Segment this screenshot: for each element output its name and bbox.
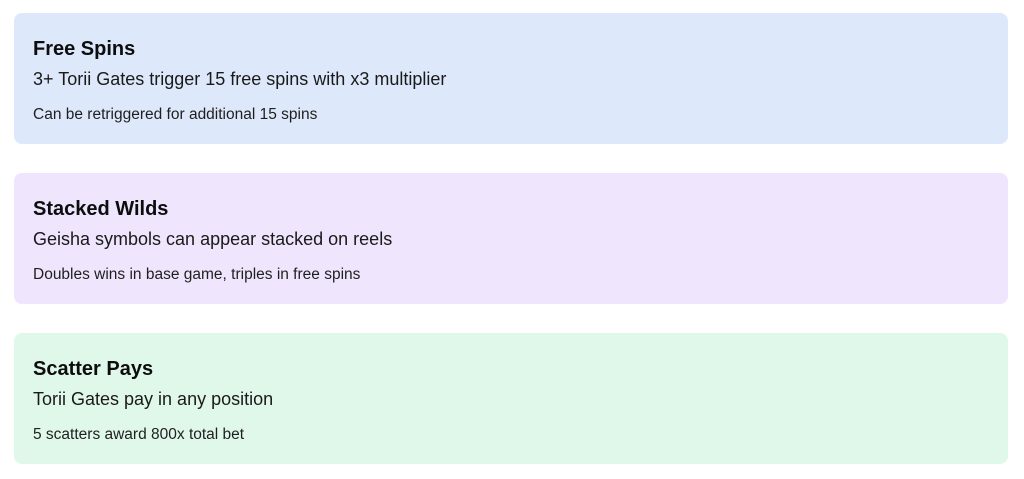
feature-title: Scatter Pays bbox=[33, 358, 154, 380]
feature-note: Can be retriggered for additional 15 spi… bbox=[33, 106, 318, 123]
feature-description: Torii Gates pay in any position bbox=[33, 389, 274, 409]
feature-description: Geisha symbols can appear stacked on ree… bbox=[33, 229, 393, 249]
feature-description: 3+ Torii Gates trigger 15 free spins wit… bbox=[33, 69, 447, 89]
feature-title: Free Spins bbox=[33, 38, 136, 60]
feature-title: Stacked Wilds bbox=[33, 198, 169, 220]
feature-card-scatter-pays: Scatter Pays Torii Gates pay in any posi… bbox=[14, 333, 1008, 464]
feature-note: Doubles wins in base game, triples in fr… bbox=[33, 266, 361, 283]
feature-card-stacked-wilds: Stacked Wilds Geisha symbols can appear … bbox=[14, 173, 1008, 304]
feature-card-free-spins: Free Spins 3+ Torii Gates trigger 15 fre… bbox=[14, 13, 1008, 144]
feature-note: 5 scatters award 800x total bet bbox=[33, 426, 245, 443]
